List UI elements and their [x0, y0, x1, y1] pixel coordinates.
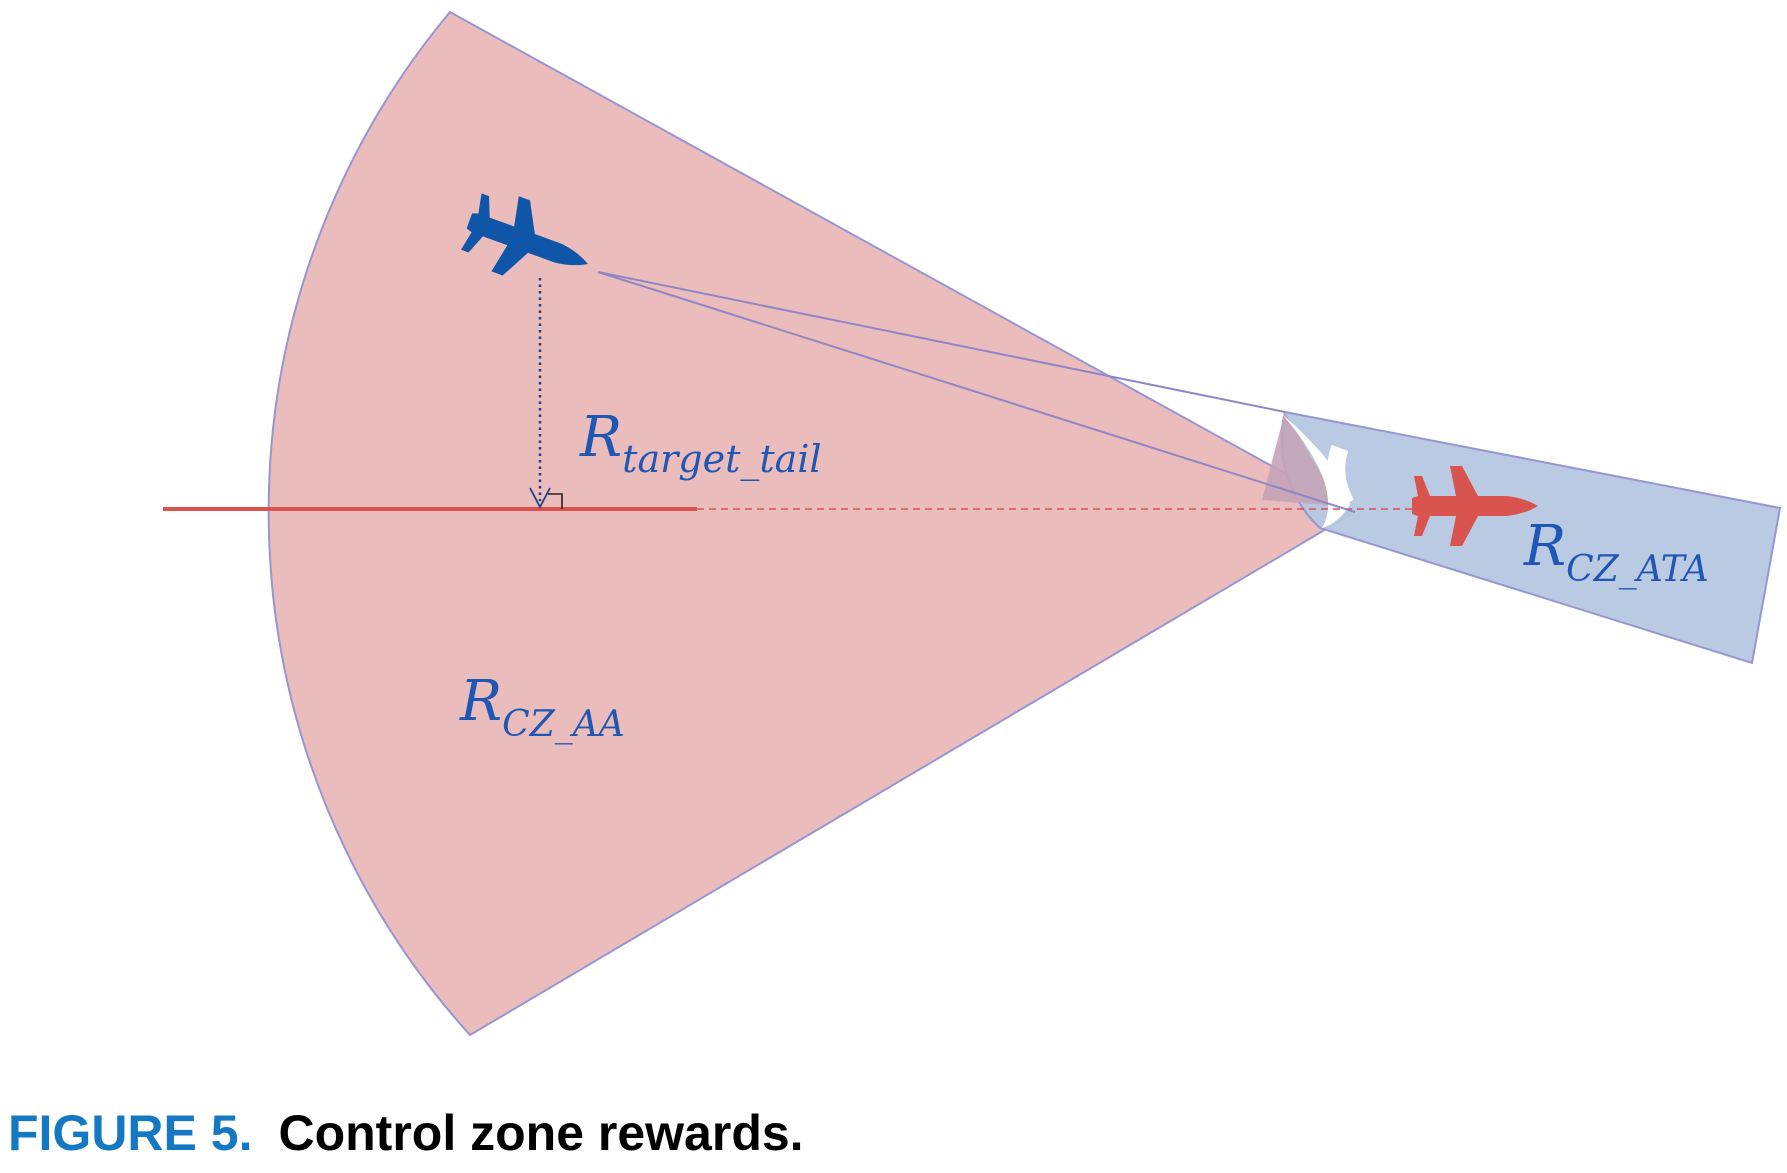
aa-zone-subscript: CZ_AA [502, 704, 625, 745]
aa-control-zone [267, 10, 1358, 1037]
aa-zone-label: RCZ_AA [459, 669, 625, 745]
target-tail-symbol: R [579, 405, 622, 470]
ata-zone-label: RCZ_ATA [1523, 514, 1709, 590]
zone-overlap [1262, 412, 1340, 506]
figure-caption: FIGURE 5. Control zone rewards. [8, 1100, 804, 1166]
line-of-sight-lower [597, 271, 1356, 513]
figure-number: FIGURE 5. [8, 1105, 253, 1161]
right-angle-marker [548, 493, 563, 509]
figure-title: Control zone rewards. [278, 1105, 804, 1161]
perpendicular-arrowhead [529, 487, 551, 509]
ata-zone-subscript: CZ_ATA [1566, 549, 1709, 590]
aa-zone-symbol: R [459, 669, 502, 734]
ata-zone-symbol: R [1523, 514, 1566, 579]
dead-zone-edge [1327, 444, 1355, 509]
control-zone-diagram: Rtarget_tail RCZ_AA RCZ_ATA [163, 10, 1782, 1037]
target-dead-zone [1282, 414, 1350, 528]
target-tail-subscript: target_tail [622, 437, 821, 482]
line-of-sight-upper [597, 271, 1286, 413]
target-tail-label: Rtarget_tail [579, 405, 822, 482]
